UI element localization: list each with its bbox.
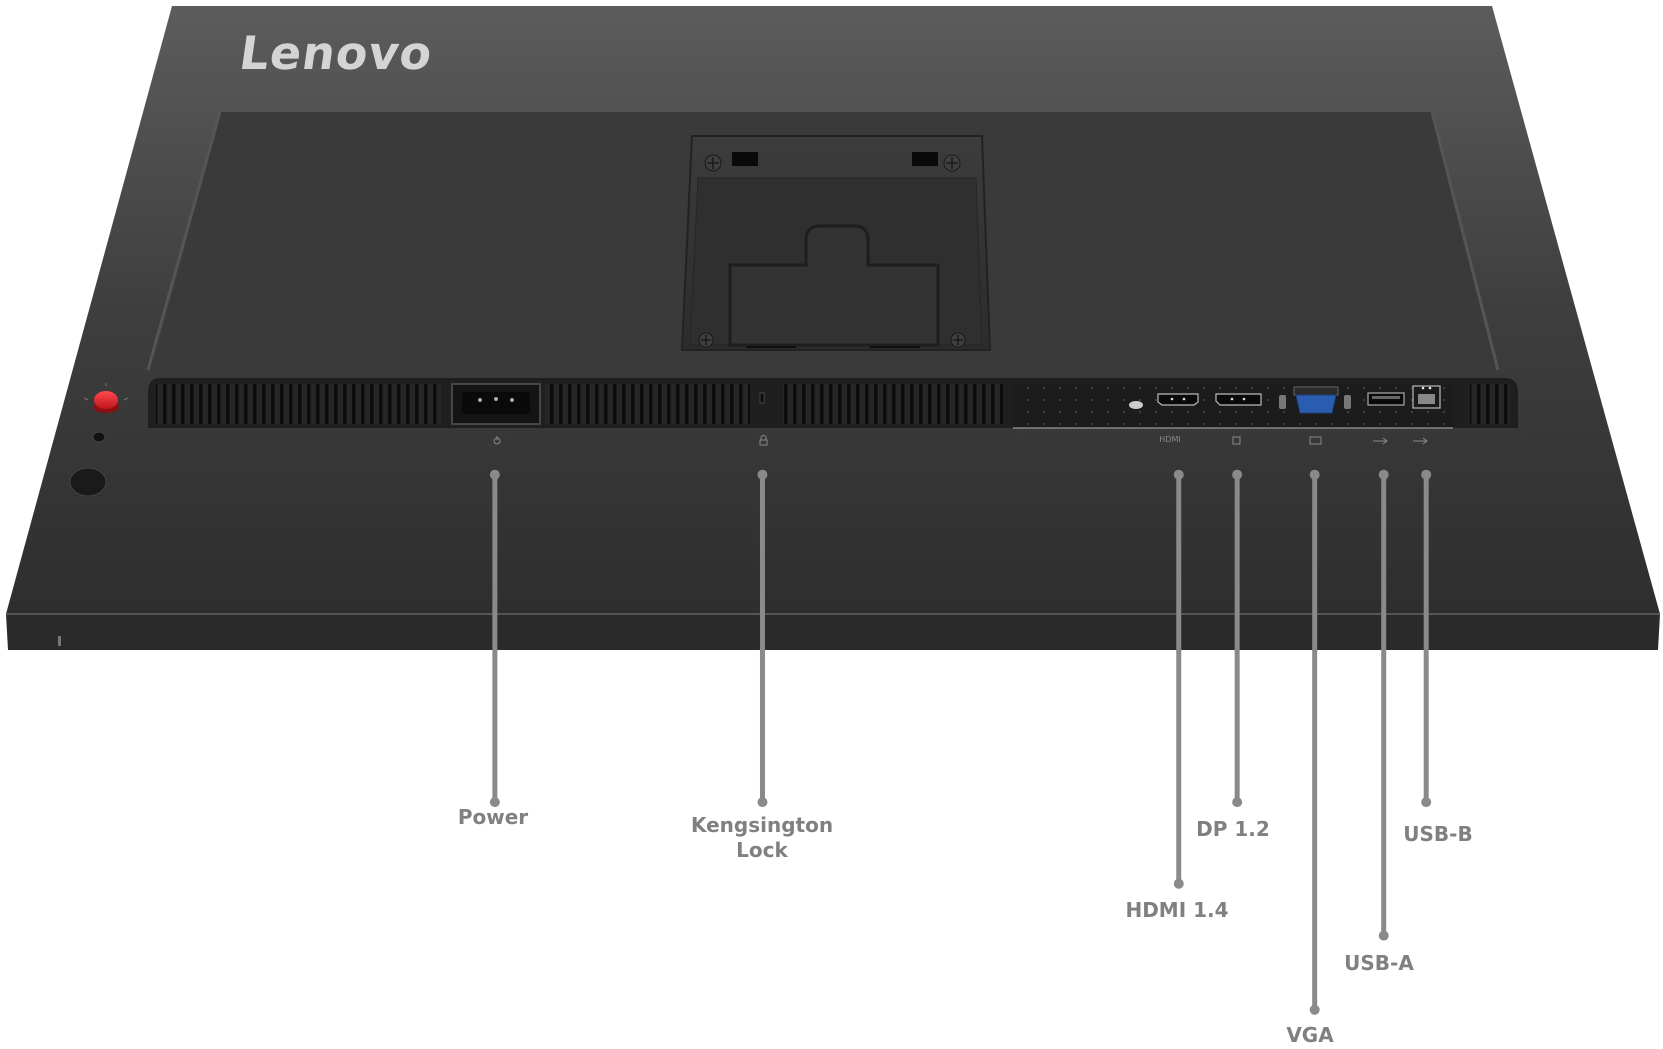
power-symbol-icon bbox=[493, 436, 501, 445]
monitor-controls bbox=[69, 383, 129, 497]
callout-label-kensington-line1: Kengsington bbox=[690, 813, 834, 837]
callout-dot bbox=[1421, 469, 1432, 480]
callout-dot bbox=[1378, 469, 1389, 480]
callout-dot bbox=[1421, 797, 1432, 808]
brand-logo: Lenovo bbox=[236, 26, 437, 80]
usb-b-port[interactable] bbox=[1412, 385, 1441, 409]
callout-dot bbox=[757, 797, 768, 808]
stand-mount-plate bbox=[680, 135, 992, 351]
kensington-lock-slot[interactable] bbox=[759, 392, 765, 404]
connector-panel bbox=[1013, 384, 1453, 428]
joystick-button[interactable] bbox=[83, 383, 129, 413]
callout-dot bbox=[757, 469, 768, 480]
indicator-mark bbox=[58, 636, 61, 646]
vga-port[interactable] bbox=[1279, 386, 1351, 414]
callout-dot bbox=[1232, 469, 1243, 480]
vga-icon bbox=[1309, 436, 1322, 445]
vent-grille bbox=[545, 384, 750, 424]
displayport-icon bbox=[1232, 436, 1241, 445]
callout-label-kensington-line2: Lock bbox=[736, 838, 788, 862]
power-port[interactable] bbox=[451, 383, 541, 425]
vent-grille bbox=[1470, 384, 1510, 424]
audio-jack bbox=[1129, 401, 1143, 409]
port-markings bbox=[493, 435, 1428, 446]
screw-icon bbox=[943, 154, 961, 172]
displayport-port[interactable] bbox=[1215, 393, 1262, 406]
lock-icon bbox=[759, 435, 768, 446]
callout-dot bbox=[1309, 1004, 1320, 1015]
stand-hook-recess bbox=[728, 224, 940, 347]
callout-label-hdmi: HDMI 1.4 bbox=[1125, 898, 1229, 922]
vent-grille bbox=[783, 384, 1003, 424]
callout-lines bbox=[489, 469, 1432, 1015]
callout-dot bbox=[489, 469, 500, 480]
screw-icon bbox=[698, 332, 714, 348]
callout-label-power: Power bbox=[457, 805, 529, 829]
callout-dot bbox=[1378, 930, 1389, 941]
vent-grille bbox=[156, 384, 441, 424]
callout-dot bbox=[1173, 878, 1184, 889]
usb-a-port[interactable] bbox=[1367, 392, 1405, 406]
power-button[interactable] bbox=[69, 467, 107, 497]
callout-label-vga: VGA bbox=[1286, 1023, 1334, 1047]
callout-dot bbox=[1309, 469, 1320, 480]
mount-slot bbox=[912, 152, 938, 166]
screw-icon bbox=[950, 332, 966, 348]
ss-usb-icon bbox=[1413, 437, 1428, 445]
io-bar bbox=[148, 378, 1518, 429]
callout-label-usb-a: USB-A bbox=[1344, 951, 1414, 975]
callout-dot bbox=[489, 797, 500, 808]
ss-usb-icon bbox=[1373, 437, 1388, 445]
hdmi-port[interactable] bbox=[1157, 393, 1199, 406]
callout-label-usb-b: USB-B bbox=[1403, 822, 1473, 846]
hdmi-marking: HDMI bbox=[1159, 435, 1181, 444]
callout-label-kensington: Kengsington Lock bbox=[691, 813, 833, 863]
callout-dot bbox=[1173, 469, 1184, 480]
status-led bbox=[92, 431, 106, 443]
callout-label-dp: DP 1.2 bbox=[1196, 817, 1270, 841]
callout-dot bbox=[1232, 797, 1243, 808]
mount-slot bbox=[732, 152, 758, 166]
screw-icon bbox=[704, 154, 722, 172]
